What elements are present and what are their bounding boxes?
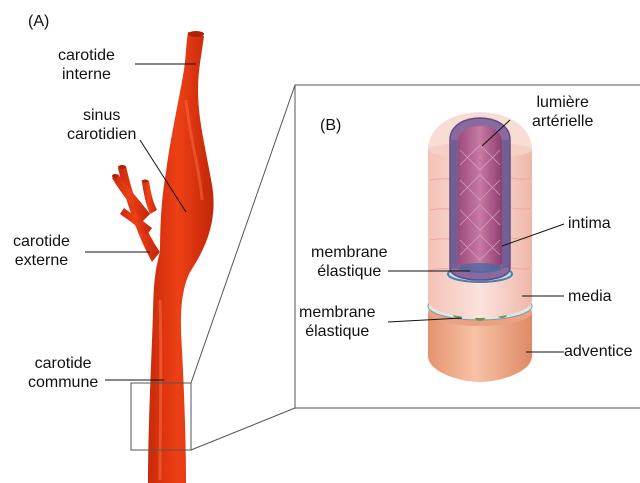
internal-carotid-cut [188,31,204,37]
label-intima: intima [568,214,611,233]
label-sinus-carotidien: sinus carotidien [67,106,136,144]
panel-b-tag: (B) [320,116,341,135]
carotid-trunk [148,32,214,483]
label-carotide-commune: carotide commune [28,354,98,392]
branch-cut [112,174,118,178]
vessel-cross-section [428,112,532,382]
label-membrane-elastique-externe: membrane élastique [299,303,375,341]
label-lumiere-arterielle: lumière artérielle [532,93,593,131]
label-adventice: adventice [564,342,633,361]
artery-highlight [160,300,161,480]
branch-cut [118,165,126,169]
lumen [458,126,502,271]
branch-cut [142,180,149,183]
label-media: media [568,287,612,306]
carotid-artery [112,31,214,483]
label-carotide-interne: carotide interne [58,46,115,84]
zoom-connector-bottom [191,408,295,450]
intima-edge [450,140,458,268]
label-membrane-elastique-interne: membrane élastique [311,243,387,281]
label-carotide-externe: carotide externe [13,232,70,270]
panel-a-tag: (A) [28,12,49,31]
intima-edge [502,140,510,268]
